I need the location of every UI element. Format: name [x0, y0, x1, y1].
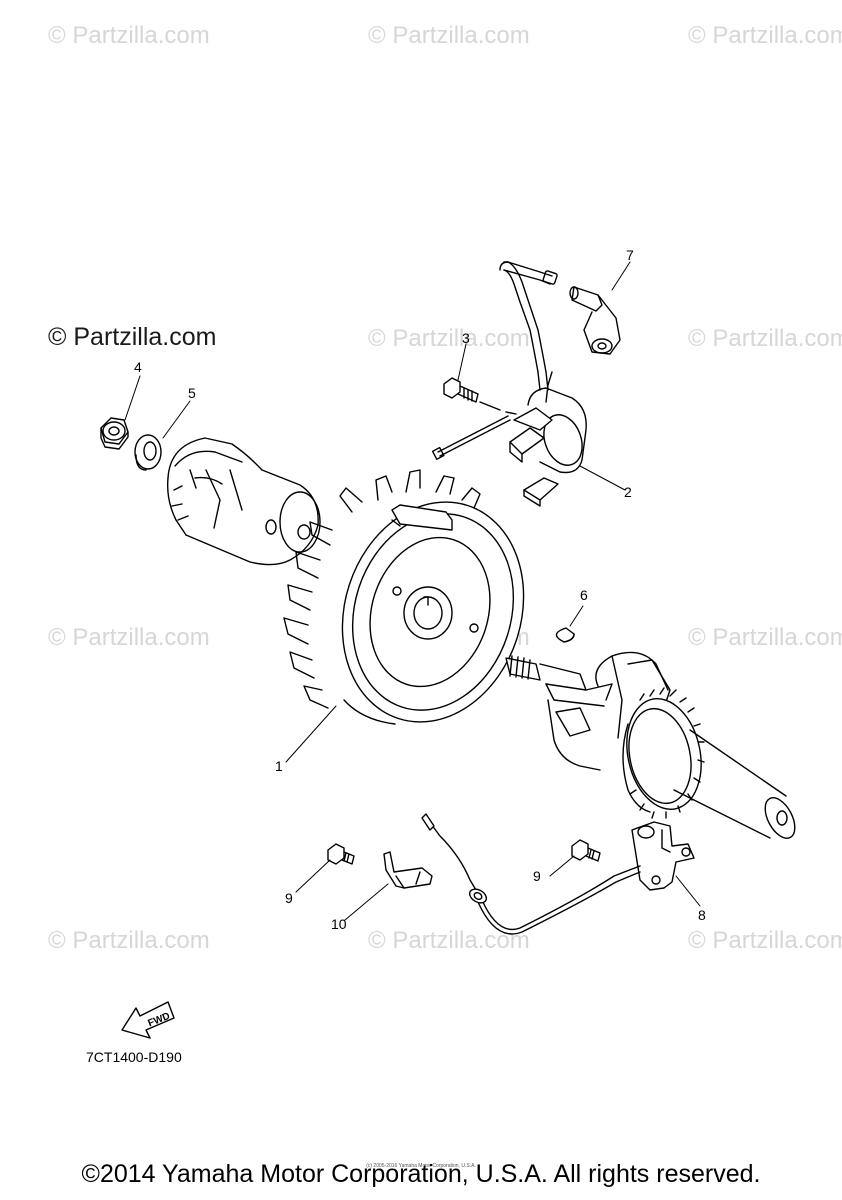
- part-4-nut[interactable]: [100, 417, 129, 450]
- crankshaft[interactable]: [505, 651, 801, 843]
- callout-6: 6: [580, 587, 588, 603]
- watermark: © Partzilla.com: [688, 927, 842, 954]
- callout-7: 7: [626, 247, 634, 263]
- watermark: © Partzilla.com: [688, 325, 842, 352]
- copyright-footer: ©2014 Yamaha Motor Corporation, U.S.A. A…: [81, 1160, 761, 1188]
- part-3-bolt[interactable]: [443, 377, 517, 415]
- callout-3: 3: [462, 330, 470, 346]
- callout-9-right: 9: [533, 868, 541, 884]
- watermark: © Partzilla.com: [48, 927, 210, 954]
- tiny-notice: (c) 2005-2016 Yamaha Motor Corporation, …: [366, 1163, 476, 1169]
- callout-5: 5: [188, 385, 196, 401]
- part-5-washer[interactable]: [134, 434, 162, 471]
- part-6-key[interactable]: [555, 627, 575, 643]
- part-9-bolt-right[interactable]: [571, 839, 601, 862]
- watermark: © Partzilla.com: [48, 624, 210, 651]
- diagram-code: 7CT1400-D190: [86, 1049, 182, 1065]
- fwd-arrow-icon: FWD: [121, 1001, 175, 1039]
- callout-2: 2: [624, 484, 632, 500]
- callout-9-left: 9: [285, 890, 293, 906]
- callout-1: 1: [275, 758, 283, 774]
- part-1-flywheel[interactable]: [283, 469, 551, 746]
- watermark: © Partzilla.com: [48, 22, 210, 49]
- watermark: © Partzilla.com: [368, 22, 530, 49]
- watermark: © Partzilla.com: [368, 325, 530, 352]
- callout-10: 10: [331, 916, 347, 932]
- callout-4: 4: [134, 359, 142, 375]
- part-8-pulser-coil[interactable]: [421, 813, 695, 935]
- leader-lines: [124, 261, 701, 921]
- callout-8: 8: [698, 907, 706, 923]
- part-10-bracket[interactable]: [383, 851, 433, 889]
- watermark: © Partzilla.com: [688, 624, 842, 651]
- part-9-bolt-left[interactable]: [327, 843, 355, 865]
- watermark: © Partzilla.com: [688, 22, 842, 49]
- callout-labels: 1 2 3 4 5 6 7 8 9 9 10: [134, 247, 706, 932]
- starter-cup[interactable]: [166, 437, 321, 566]
- watermark-prominent: © Partzilla.com: [48, 323, 217, 351]
- part-2-ignition-coil[interactable]: [431, 261, 589, 507]
- part-7-spark-plug-cap[interactable]: [569, 286, 621, 355]
